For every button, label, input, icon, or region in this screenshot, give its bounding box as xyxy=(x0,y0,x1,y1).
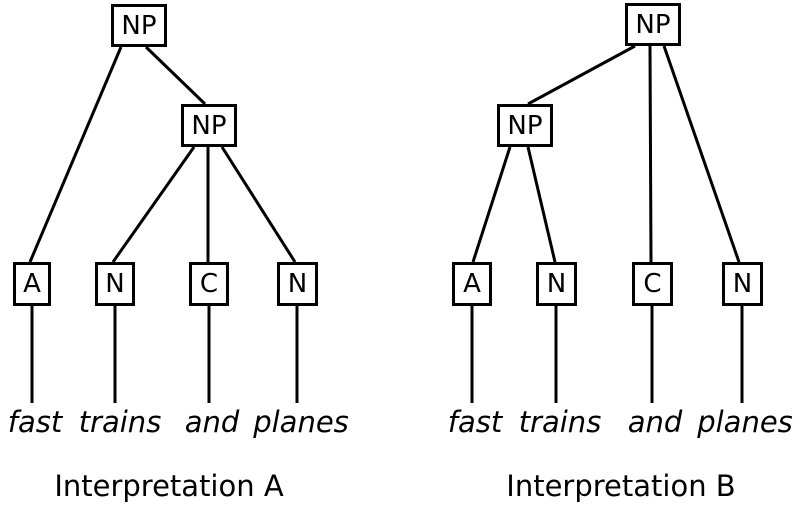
edge-a-inner-to-n2 xyxy=(220,146,297,263)
tree-a-word-planes: planes xyxy=(253,405,349,439)
tree-a-caption: Interpretation A xyxy=(54,469,284,503)
tree-a-pos-node-n1: N xyxy=(95,262,135,306)
tree-b-pos-node-n1: N xyxy=(536,262,577,306)
tree-a-pos-node-a: A xyxy=(13,262,51,306)
edge-b-root-to-inner-np xyxy=(527,44,636,106)
edge-b-root-to-c xyxy=(648,45,653,263)
tree-b-root-np-node: NP xyxy=(625,3,681,46)
tree-b-caption: Interpretation B xyxy=(506,469,736,503)
edge-b-root-to-n2 xyxy=(662,45,741,263)
tree-b-word-fast: fast xyxy=(447,405,503,439)
edge-b-inner-to-n1 xyxy=(526,146,557,263)
tree-b-word-and: and xyxy=(627,405,683,439)
tree-a-pos-node-n2: N xyxy=(277,262,318,306)
edge-a-root-to-a xyxy=(28,46,123,263)
tree-b-word-planes: planes xyxy=(697,405,793,439)
tree-a-word-trains: trains xyxy=(78,405,162,439)
tree-a-word-fast: fast xyxy=(7,405,63,439)
tree-a-word-and: and xyxy=(184,405,240,439)
tree-b-pos-node-c: C xyxy=(632,262,673,306)
tree-a-inner-np-node: NP xyxy=(181,104,237,147)
tree-a-pos-node-c: C xyxy=(189,262,229,306)
tree-b-inner-np-node: NP xyxy=(497,104,553,147)
tree-b-word-trains: trains xyxy=(518,405,602,439)
tree-a-root-np-node: NP xyxy=(111,4,167,47)
edge-b-inner-to-a xyxy=(471,146,512,263)
tree-b-pos-node-a: A xyxy=(452,262,492,306)
edge-a-inner-to-n1 xyxy=(111,146,196,263)
edge-a-root-to-inner-np xyxy=(144,45,207,106)
tree-b-pos-node-n2: N xyxy=(722,262,763,306)
